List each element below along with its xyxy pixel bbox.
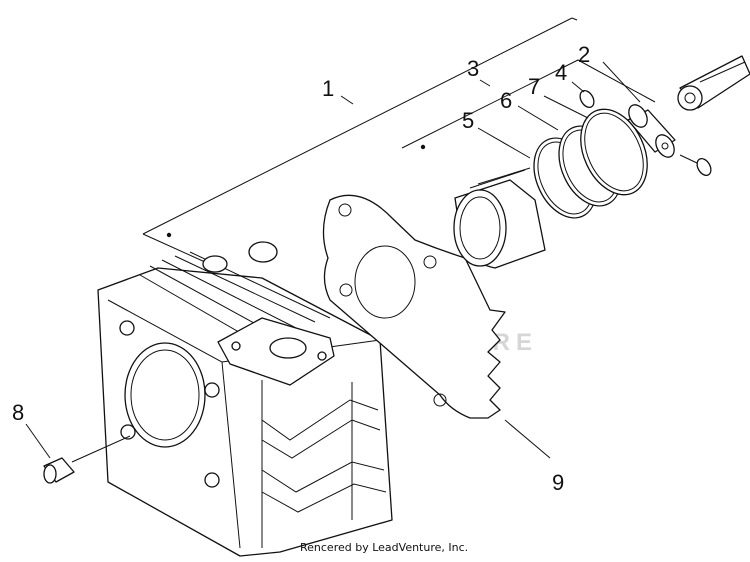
callout-2: 2 <box>578 42 590 67</box>
callout-7: 7 <box>528 74 540 99</box>
callout-4: 4 <box>555 60 567 85</box>
cylinder-block <box>97 241 393 557</box>
piston-rings <box>517 95 648 219</box>
callout-5: 5 <box>462 108 474 133</box>
bracket-part-3 <box>401 59 656 150</box>
cylinder-gasket <box>322 194 551 459</box>
callout-8: 8 <box>12 400 24 425</box>
piston-pin <box>602 61 676 158</box>
bracket-part-1 <box>142 17 578 263</box>
callout-3: 3 <box>467 56 479 81</box>
piston <box>453 127 546 269</box>
dowel-pin <box>25 423 131 484</box>
callout-9: 9 <box>552 470 564 495</box>
callout-1: 1 <box>322 76 334 101</box>
connecting-rod-end <box>677 55 750 111</box>
render-credit: Rencered by LeadVenture, Inc. <box>300 541 469 554</box>
piston-pin-clips <box>571 81 712 177</box>
callout-6: 6 <box>500 88 512 113</box>
